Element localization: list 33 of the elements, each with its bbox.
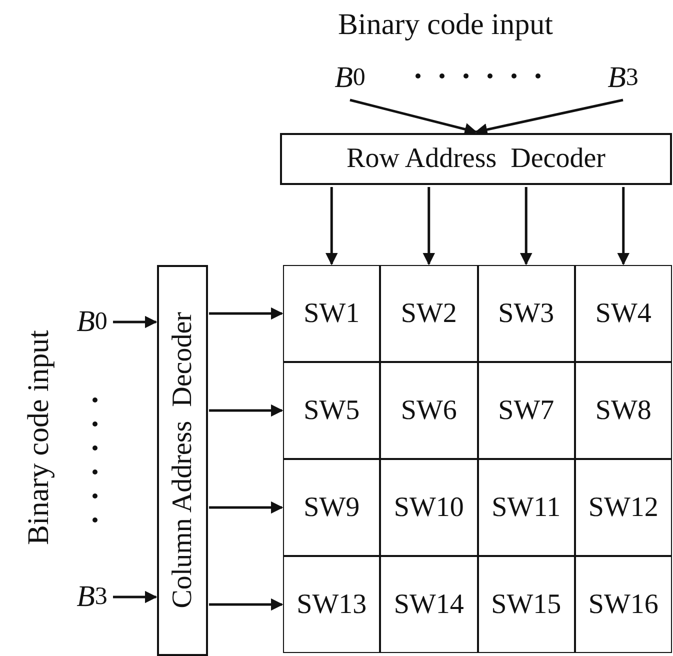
arrow: [520, 187, 532, 266]
arrow: [474, 98, 624, 136]
switch-cell: SW5: [283, 362, 380, 459]
arrow: [209, 501, 284, 514]
arrow: [209, 598, 284, 611]
switch-cell: SW12: [574, 459, 672, 556]
switch-cell: SW7: [478, 362, 575, 459]
arrow: [209, 404, 284, 417]
switch-cell: SW4: [574, 265, 672, 362]
switch-cell: SW1: [283, 265, 380, 362]
switch-cell: SW3: [478, 265, 575, 362]
switch-cell: SW2: [380, 265, 478, 362]
switch-cell: SW13: [283, 556, 380, 653]
arrow: [350, 98, 478, 136]
switch-cell: SW8: [574, 362, 672, 459]
axis-title: Binary code input: [22, 330, 56, 545]
arrow: [325, 187, 338, 266]
switch-cell: SW9: [283, 459, 380, 556]
arrow: [209, 307, 284, 320]
switch-cell: SW11: [478, 459, 575, 556]
decoder-box: Row Address Decoder: [280, 133, 672, 185]
arrow: [422, 187, 436, 266]
switch-cell: SW14: [380, 556, 478, 653]
switch-cell: SW6: [380, 362, 478, 459]
decoder-label: Column Address Decoder: [166, 312, 198, 609]
arrow: [113, 590, 158, 604]
switch-cell: SW10: [380, 459, 478, 556]
axis-title: Binary code input: [338, 8, 553, 42]
arrow: [113, 316, 158, 328]
switch-cell: SW16: [574, 556, 672, 653]
switch-cell: SW15: [478, 556, 575, 653]
arrow: [617, 187, 630, 266]
decoder-box: [157, 265, 208, 656]
